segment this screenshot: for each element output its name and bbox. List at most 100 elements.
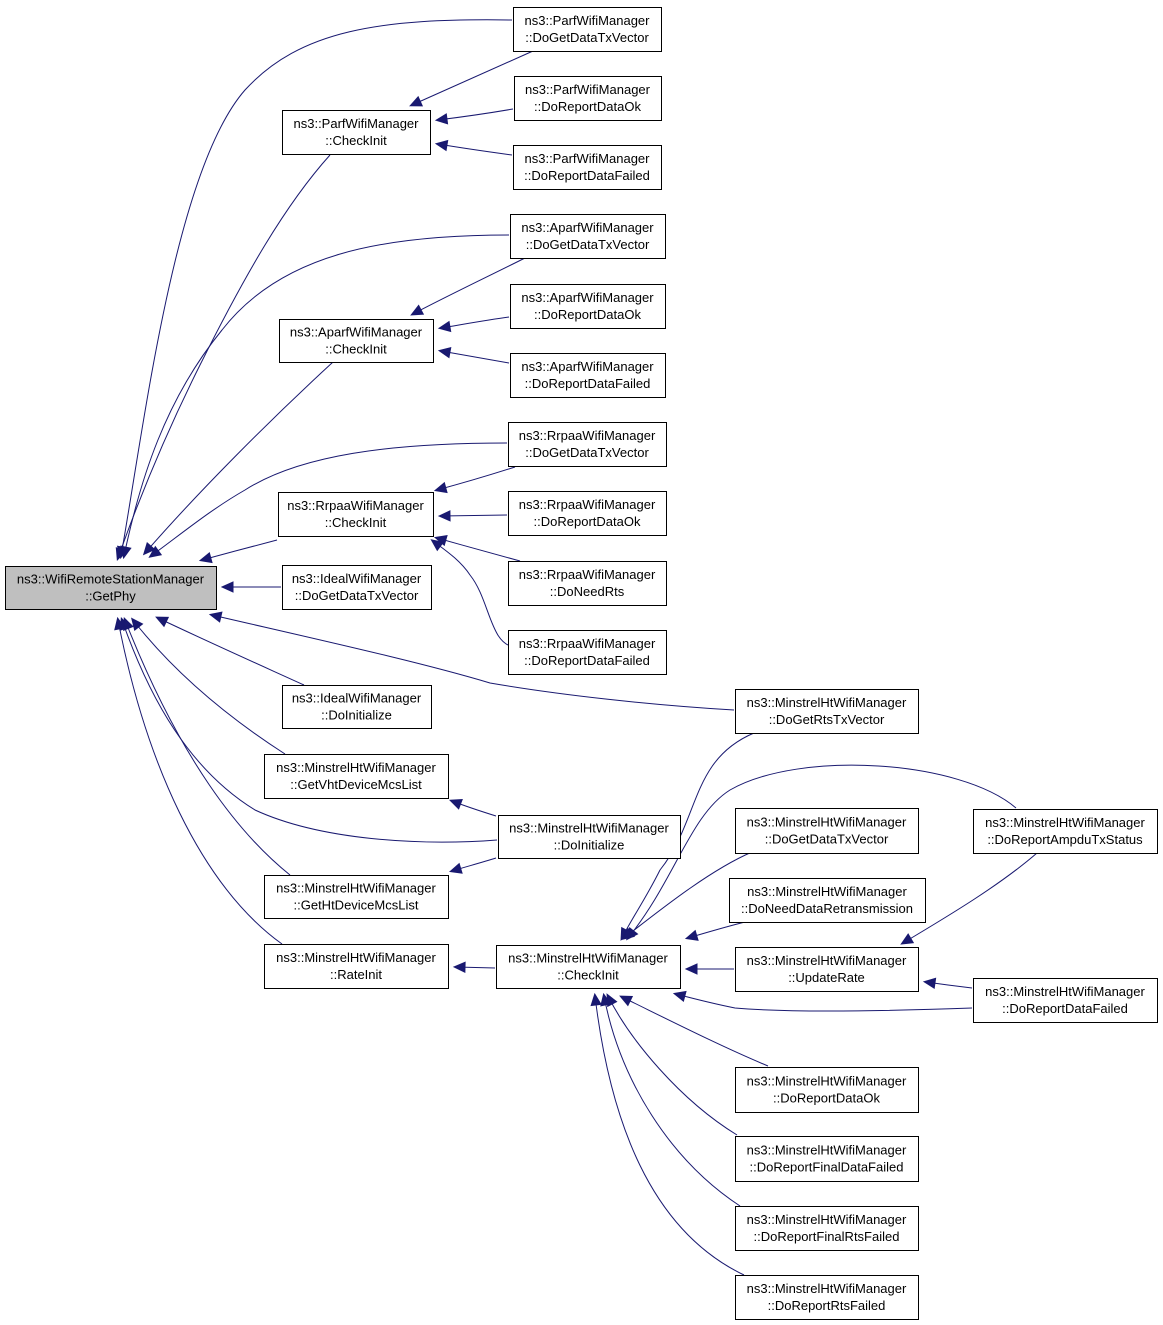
node-method-label: ::DoGetDataTxVector [526, 237, 650, 252]
node-mht_rateinit[interactable]: ns3::MinstrelHtWifiManager::RateInit [264, 944, 449, 989]
node-box [508, 491, 667, 536]
node-class-label: ns3::ParfWifiManager [294, 116, 420, 131]
node-aparf_checkinit[interactable]: ns3::AparfWifiManager::CheckInit [279, 319, 434, 363]
edge-rrpaa_getdatatx-to-root [148, 442, 508, 558]
node-method-label: ::DoReportRtsFailed [768, 1298, 886, 1313]
node-mht_doinit[interactable]: ns3::MinstrelHtWifiManager::DoInitialize [498, 815, 681, 859]
node-mht_finaldatafailed[interactable]: ns3::MinstrelHtWifiManager::DoReportFina… [735, 1136, 919, 1182]
node-rrpaa_getdatatx[interactable]: ns3::RrpaaWifiManager::DoGetDataTxVector [508, 422, 667, 467]
node-method-label: ::DoInitialize [321, 708, 392, 723]
node-box [735, 689, 919, 734]
node-ideal_doinit[interactable]: ns3::IdealWifiManager::DoInitialize [282, 685, 432, 729]
arrowhead-mht_doinit>mht_getvht [448, 798, 463, 810]
node-mht_ampdu[interactable]: ns3::MinstrelHtWifiManager::DoReportAmpd… [973, 809, 1158, 854]
nodes-layer: ns3::WifiRemoteStationManager::GetPhyns3… [5, 7, 1158, 1320]
node-box [508, 561, 667, 606]
node-mht_getht[interactable]: ns3::MinstrelHtWifiManager::GetHtDeviceM… [264, 875, 449, 919]
node-box [282, 110, 431, 155]
node-parf_checkinit[interactable]: ns3::ParfWifiManager::CheckInit [282, 110, 431, 155]
node-ideal_getdatatx[interactable]: ns3::IdealWifiManager::DoGetDataTxVector [282, 565, 432, 610]
node-method-label: ::DoInitialize [554, 838, 625, 853]
edge-line [627, 764, 1017, 939]
node-box [510, 284, 666, 329]
edge-line [675, 993, 973, 1012]
node-method-label: ::GetHtDeviceMcsList [294, 898, 419, 913]
node-mht_rtsfailed[interactable]: ns3::MinstrelHtWifiManager::DoReportRtsF… [735, 1275, 919, 1320]
node-aparf_reportok[interactable]: ns3::AparfWifiManager::DoReportDataOk [510, 284, 666, 329]
edge-line [124, 619, 291, 876]
node-box [735, 947, 919, 992]
node-mht_reportfailed[interactable]: ns3::MinstrelHtWifiManager::DoReportData… [973, 978, 1158, 1023]
edge-ideal_getdatatx-to-root [220, 581, 281, 593]
node-rrpaa_reportok[interactable]: ns3::RrpaaWifiManager::DoReportDataOk [508, 491, 667, 536]
node-box [735, 1136, 919, 1182]
edge-line [440, 350, 510, 364]
node-mht_getvht[interactable]: ns3::MinstrelHtWifiManager::GetVhtDevice… [264, 754, 449, 799]
node-class-label: ns3::MinstrelHtWifiManager [276, 760, 436, 775]
arrowhead-mht_reportfailed>mht_updaterate [922, 977, 937, 990]
node-box [510, 214, 666, 259]
node-method-label: ::DoGetDataTxVector [525, 445, 649, 460]
edge-line [120, 19, 513, 557]
edge-line [123, 234, 510, 557]
node-root[interactable]: ns3::WifiRemoteStationManager::GetPhy [5, 566, 217, 610]
node-mht_checkinit[interactable]: ns3::MinstrelHtWifiManager::CheckInit [496, 945, 681, 989]
node-aparf_reportfailed[interactable]: ns3::AparfWifiManager::DoReportDataFaile… [510, 353, 666, 398]
node-box [510, 353, 666, 398]
node-box [278, 492, 434, 537]
edge-rrpaa_needrts-to-rrpaa_checkinit [433, 535, 521, 562]
edge-rrpaa_checkinit-to-root [198, 539, 278, 564]
edge-mht_updaterate-to-mht_checkinit [684, 963, 734, 975]
edge-mht_getrtstx-to-root [208, 611, 735, 711]
node-parf_getdatatx[interactable]: ns3::ParfWifiManager::DoGetDataTxVector [513, 7, 662, 52]
node-class-label: ns3::RrpaaWifiManager [519, 428, 656, 443]
node-rrpaa_needrts[interactable]: ns3::RrpaaWifiManager::DoNeedRts [508, 561, 667, 606]
node-mht_reportok[interactable]: ns3::MinstrelHtWifiManager::DoReportData… [735, 1067, 919, 1113]
node-box [513, 145, 662, 190]
edge-parf_getdatatx-to-parf_checkinit [409, 50, 534, 107]
arrowhead-rrpaa_reportok>rrpaa_checkinit [437, 510, 451, 522]
node-mht_getrtstx[interactable]: ns3::MinstrelHtWifiManager::DoGetRtsTxVe… [735, 689, 919, 734]
arrowhead-aparf_getdatatx>aparf_checkinit [410, 304, 425, 316]
node-class-label: ns3::MinstrelHtWifiManager [747, 1212, 907, 1227]
edge-mht_finalrtsfailed-to-mht_checkinit [600, 992, 741, 1207]
node-mht_finalrtsfailed[interactable]: ns3::MinstrelHtWifiManager::DoReportFina… [735, 1206, 919, 1251]
node-aparf_getdatatx[interactable]: ns3::AparfWifiManager::DoGetDataTxVector [510, 214, 666, 259]
arrowhead-aparf_reportfailed>aparf_checkinit [437, 347, 452, 359]
edge-line [437, 143, 513, 156]
node-box [513, 7, 662, 52]
edge-line [436, 466, 516, 491]
node-class-label: ns3::AparfWifiManager [290, 325, 423, 340]
node-parf_reportfailed[interactable]: ns3::ParfWifiManager::DoReportDataFailed [513, 145, 662, 190]
edge-line [432, 540, 516, 648]
node-class-label: ns3::MinstrelHtWifiManager [985, 984, 1145, 999]
node-box [735, 808, 919, 854]
node-mht_updaterate[interactable]: ns3::MinstrelHtWifiManager::UpdateRate [735, 947, 919, 992]
node-class-label: ns3::RrpaaWifiManager [287, 498, 424, 513]
node-class-label: ns3::MinstrelHtWifiManager [508, 951, 668, 966]
node-rrpaa_checkinit[interactable]: ns3::RrpaaWifiManager::CheckInit [278, 492, 434, 537]
edge-ideal_doinit-to-root [155, 616, 305, 686]
node-method-label: ::CheckInit [557, 968, 619, 983]
node-mht_needretrans[interactable]: ns3::MinstrelHtWifiManager::DoNeedDataRe… [729, 878, 926, 923]
node-method-label: ::DoReportDataFailed [524, 653, 650, 668]
node-method-label: ::GetPhy [85, 589, 136, 604]
node-parf_reportok[interactable]: ns3::ParfWifiManager::DoReportDataOk [514, 76, 662, 121]
edge-line [437, 108, 514, 121]
arrowhead-mht_reportok>mht_checkinit [619, 995, 634, 1007]
node-method-label: ::DoNeedRts [550, 584, 625, 599]
edge-line [440, 316, 510, 329]
node-method-label: ::CheckInit [325, 342, 387, 357]
edge-line [902, 852, 1038, 944]
edge-mht_ampdu-to-mht_updaterate [900, 852, 1038, 945]
node-class-label: ns3::MinstrelHtWifiManager [747, 1281, 907, 1296]
node-class-label: ns3::ParfWifiManager [525, 13, 651, 28]
edge-line [412, 257, 526, 315]
node-class-label: ns3::AparfWifiManager [521, 290, 654, 305]
arrowhead-ideal_doinit>root [155, 616, 170, 628]
edge-line [117, 154, 331, 559]
node-mht_getdatatx[interactable]: ns3::MinstrelHtWifiManager::DoGetDataTxV… [735, 808, 919, 854]
node-method-label: ::DoReportDataFailed [1002, 1001, 1128, 1016]
node-rrpaa_reportfailed[interactable]: ns3::RrpaaWifiManager::DoReportDataFaile… [508, 630, 667, 675]
